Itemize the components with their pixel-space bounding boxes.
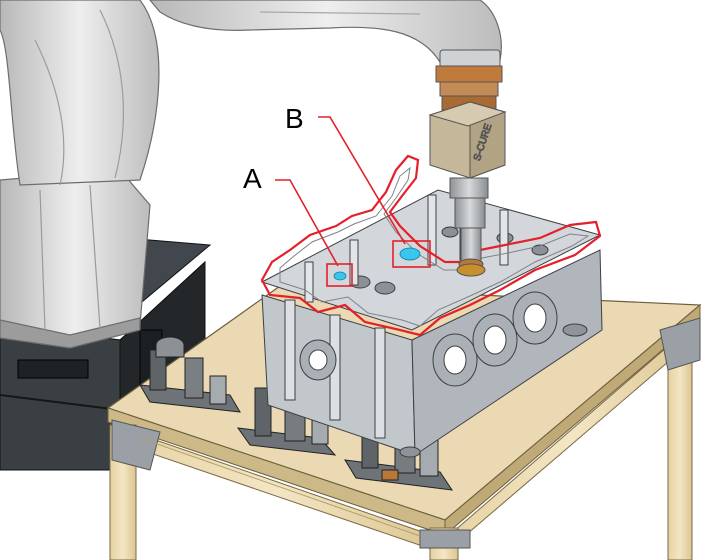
callout-b-leader — [318, 116, 406, 245]
callout-a-letter: A — [243, 163, 262, 194]
callout-b: B — [285, 103, 431, 268]
callout-a-box — [326, 263, 353, 287]
robot-arm — [0, 0, 502, 349]
callout-a-highlight — [333, 271, 347, 281]
callout-a-leader — [275, 179, 339, 267]
fixture-left — [139, 336, 241, 413]
callout-b-box — [392, 240, 431, 268]
callout-a: A — [243, 163, 353, 287]
callout-b-letter: B — [285, 103, 304, 134]
callout-b-highlight — [399, 247, 421, 261]
cylinder-head — [260, 189, 603, 458]
robot-tool-spindle: S-CURE — [428, 49, 507, 277]
